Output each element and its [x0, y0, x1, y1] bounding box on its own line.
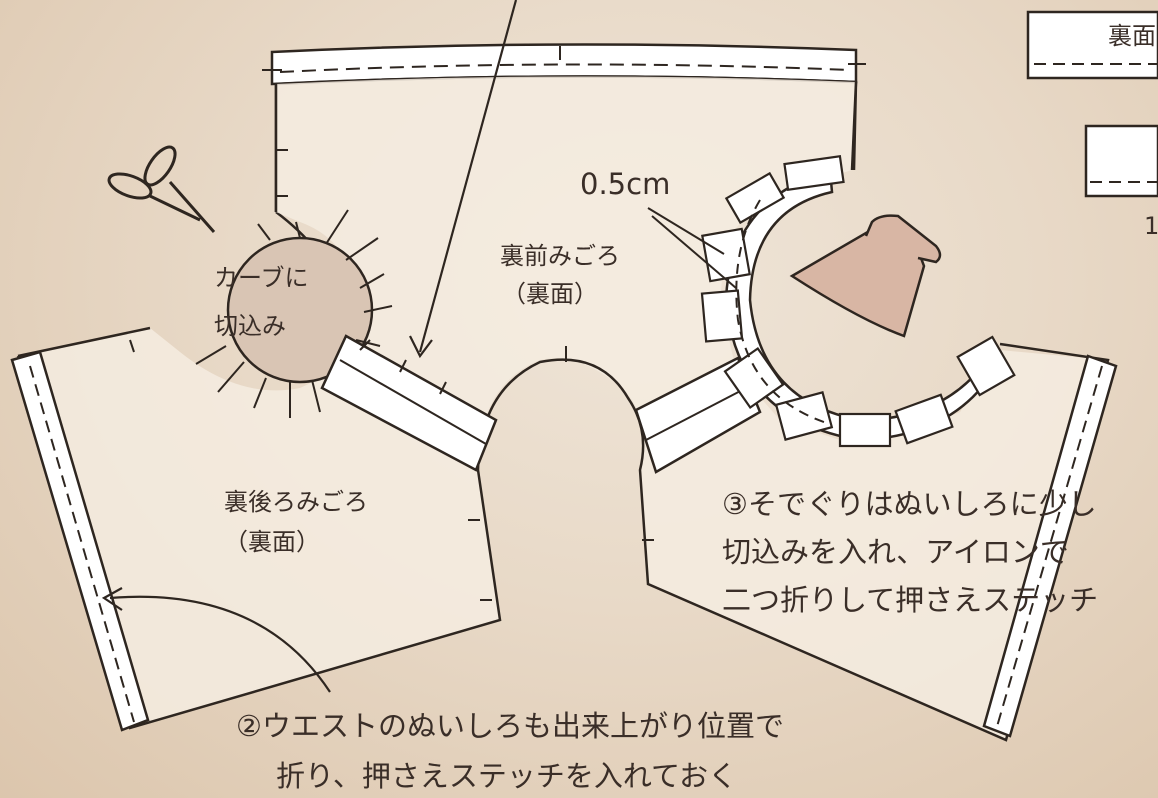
curve-notch-area: カーブに 切込み — [195, 209, 393, 418]
scissors-icon — [107, 145, 216, 233]
arrow-to-armhole-band — [409, 0, 518, 359]
back-armhole-band — [320, 334, 498, 472]
iron-icon — [789, 214, 942, 338]
corner-partial-text: 1 — [1144, 212, 1158, 240]
curve-notch-label-1: カーブに — [214, 264, 309, 292]
tick-marks — [129, 149, 654, 601]
step3-line-1: ③そでぐりはぬいしろに少し — [722, 487, 1097, 521]
front-piece-label-2: （裏面） — [502, 280, 598, 308]
step2-line-1: ②ウエストのぬいしろも出来上がり位置で — [236, 709, 784, 743]
allowance-pointer — [647, 207, 737, 289]
front-armhole-band — [634, 356, 762, 474]
allowance-label: 0.5cm — [580, 167, 670, 201]
front-piece-label-1: 裏前みごろ — [500, 242, 620, 270]
step2-line-2: 折り、押さえステッチを入れておく — [276, 759, 737, 793]
armhole-arc — [700, 154, 1016, 448]
arrow-to-left-band — [101, 587, 331, 693]
step3-line-3: 二つ折りして押さえステッチ — [722, 583, 1098, 617]
right-waist-band — [982, 354, 1118, 738]
corner-band-top: 裏面 — [1026, 10, 1158, 80]
corner-band-mid: 1 — [1084, 124, 1158, 240]
garment-fill — [18, 76, 1108, 740]
corner-text: 裏面 — [1108, 22, 1156, 50]
left-waist-band — [10, 350, 150, 732]
back-piece-label-2: （裏面） — [224, 528, 320, 556]
curve-notch-label-2: 切込み — [214, 312, 286, 340]
back-piece-label-1: 裏後ろみごろ — [224, 488, 368, 516]
step3-line-2: 切込みを入れ、アイロンで — [722, 535, 1069, 569]
